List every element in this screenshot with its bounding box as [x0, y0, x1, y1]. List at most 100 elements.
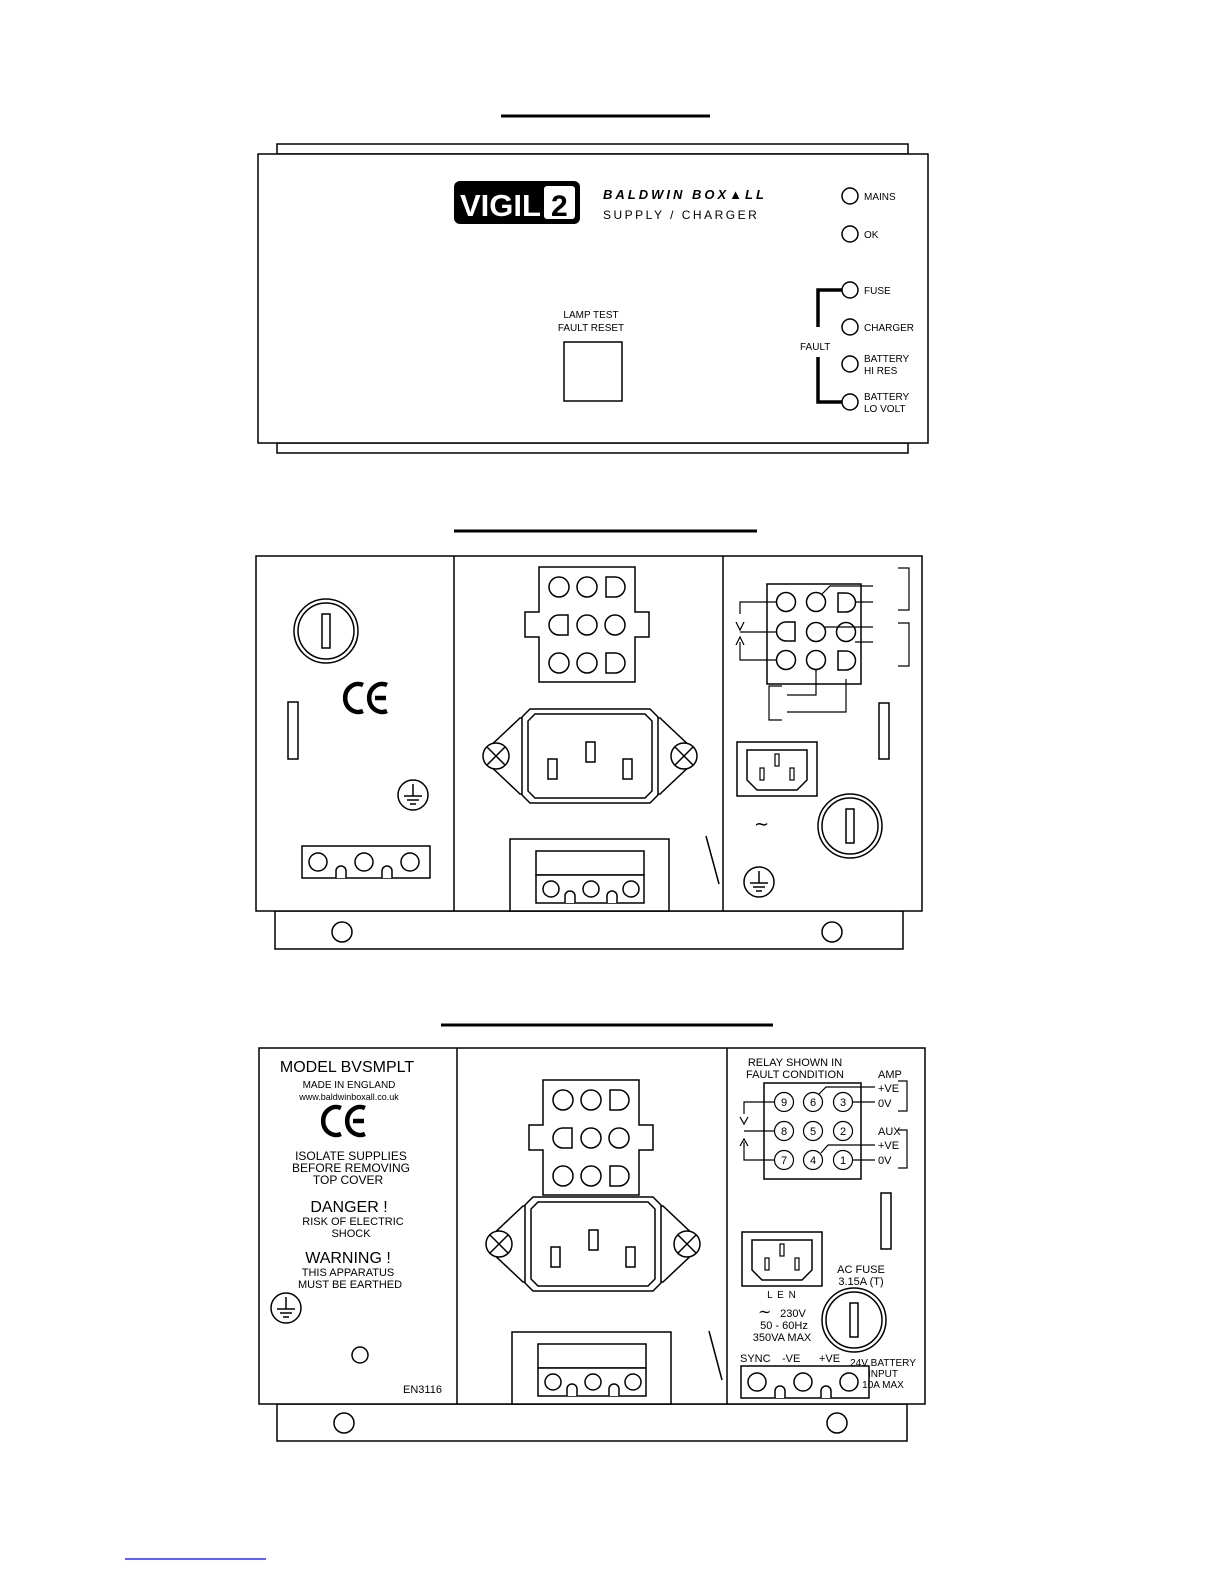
button-label-line1: LAMP TEST	[563, 310, 618, 321]
svg-text:1: 1	[840, 1155, 846, 1167]
ac-fuse-holder-icon	[821, 1287, 887, 1353]
earth-icon	[743, 866, 775, 898]
pin-2	[832, 1120, 854, 1142]
aux-label: AUX	[878, 1126, 901, 1138]
battery-hi-label-1: BATTERY	[864, 354, 910, 365]
svg-text:4: 4	[810, 1155, 816, 1167]
label-slot	[878, 702, 890, 760]
mains-label: MAINS	[864, 192, 896, 203]
brand-name: BALDWIN BOX▲LL	[603, 187, 767, 202]
svg-text:6: 6	[810, 1097, 816, 1109]
danger-line-2: SHOCK	[331, 1228, 371, 1240]
front-panel: VIGIL 2 BALDWIN BOX▲LL SUPPLY / CHARGER …	[257, 114, 929, 454]
ac-power: 350VA MAX	[753, 1332, 812, 1344]
small-mains-inlet	[736, 741, 818, 797]
made-in-label: MADE IN ENGLAND	[303, 1080, 396, 1091]
lamp-test-button[interactable]	[563, 341, 623, 402]
svg-text:3: 3	[840, 1097, 846, 1109]
danger-line-1: RISK OF ELECTRIC	[302, 1216, 404, 1228]
document-code: EN3116	[403, 1384, 442, 1396]
danger-heading: DANGER !	[310, 1199, 387, 1216]
rear-panel-labelled: MODEL BVSMPLT MADE IN ENGLAND www.baldwi…	[258, 1023, 926, 1442]
mount-hole	[333, 1412, 355, 1434]
rear-panel-outline: ∼	[255, 529, 923, 950]
pin-9	[773, 1091, 795, 1113]
label-slot	[880, 1192, 892, 1250]
battery-input-terminal	[740, 1365, 870, 1399]
earth-icon	[270, 1292, 302, 1324]
vigil-logo: VIGIL 2	[454, 181, 580, 224]
mains-led	[841, 187, 859, 205]
mount-hole	[826, 1412, 848, 1434]
warning-heading: WARNING !	[305, 1250, 391, 1267]
battery-hi-label-2: HI RES	[864, 366, 898, 377]
ac-frequency: 50 - 60Hz	[760, 1320, 808, 1332]
button-label-line2: FAULT RESET	[558, 323, 624, 334]
battery-terminal-block	[511, 1331, 672, 1405]
battery-lo-volt-led	[841, 393, 859, 411]
output-connector	[528, 1079, 654, 1196]
fault-bracket	[816, 288, 842, 404]
isolate-line-2: BEFORE REMOVING	[292, 1161, 410, 1175]
battery-hi-res-led	[841, 355, 859, 373]
warning-line-2: MUST BE EARTHED	[298, 1279, 402, 1291]
aux-zero-label: 0V	[878, 1155, 892, 1167]
charger-label: CHARGER	[864, 323, 914, 334]
isolate-line-1: ISOLATE SUPPLIES	[295, 1149, 407, 1163]
screw-hole	[351, 1346, 369, 1364]
earth-icon	[397, 779, 429, 811]
negative-label: -VE	[782, 1353, 800, 1365]
ok-label: OK	[864, 230, 879, 241]
positive-label: +VE	[819, 1353, 840, 1365]
ok-led	[841, 225, 859, 243]
svg-text:5: 5	[810, 1126, 816, 1138]
relay-note-1: RELAY SHOWN IN	[748, 1057, 842, 1069]
website-label: www.baldwinboxall.co.uk	[298, 1092, 399, 1102]
pin-1	[832, 1149, 854, 1171]
fuse-label: FUSE	[864, 286, 891, 297]
mains-inlet	[482, 708, 698, 804]
pin-6	[802, 1091, 824, 1113]
pin-5	[802, 1120, 824, 1142]
battery-input-line-2: INPUT	[868, 1369, 898, 1380]
ac-fuse-label-2: 3.15A (T)	[838, 1276, 883, 1288]
pin-7	[773, 1149, 795, 1171]
mount-hole	[821, 921, 843, 943]
mount-hole	[331, 921, 353, 943]
fuse-holder-icon	[293, 598, 359, 664]
aux-positive-label: +VE	[878, 1140, 899, 1152]
model-name: MODEL BVSMPLT	[280, 1059, 414, 1076]
relay-note-2: FAULT CONDITION	[746, 1069, 844, 1081]
svg-text:9: 9	[781, 1097, 787, 1109]
output-connector	[524, 566, 650, 683]
svg-text:7: 7	[781, 1155, 787, 1167]
ac-tilde: ∼	[758, 1304, 771, 1321]
isolate-line-3: TOP COVER	[313, 1173, 384, 1187]
fault-label: FAULT	[800, 342, 830, 353]
fuse-led	[841, 281, 859, 299]
label-slot	[287, 701, 299, 760]
warning-line-1: THIS APPARATUS	[302, 1267, 395, 1279]
pin-4	[802, 1149, 824, 1171]
ac-tilde-outline: ∼	[754, 814, 769, 834]
battery-input-line-3: 10A MAX	[862, 1380, 904, 1391]
inlet-pin-labels: L E N	[767, 1290, 797, 1301]
pin-8	[773, 1120, 795, 1142]
ac-fuse-holder-icon	[817, 793, 883, 859]
svg-text:8: 8	[781, 1126, 787, 1138]
sync-terminal-block	[301, 845, 431, 879]
small-mains-inlet	[741, 1231, 823, 1287]
logo-word: VIGIL	[460, 188, 541, 223]
battery-terminal-block	[509, 838, 670, 912]
product-name: SUPPLY / CHARGER	[603, 208, 759, 222]
mains-inlet	[485, 1196, 701, 1292]
amp-zero-label: 0V	[878, 1098, 892, 1110]
ac-fuse-label-1: AC FUSE	[837, 1264, 885, 1276]
amp-positive-label: +VE	[878, 1083, 899, 1095]
battery-lo-label-1: BATTERY	[864, 392, 910, 403]
amp-label: AMP	[878, 1069, 902, 1081]
ac-voltage: 230V	[780, 1308, 806, 1320]
battery-lo-label-2: LO VOLT	[864, 404, 906, 415]
svg-text:2: 2	[840, 1126, 846, 1138]
